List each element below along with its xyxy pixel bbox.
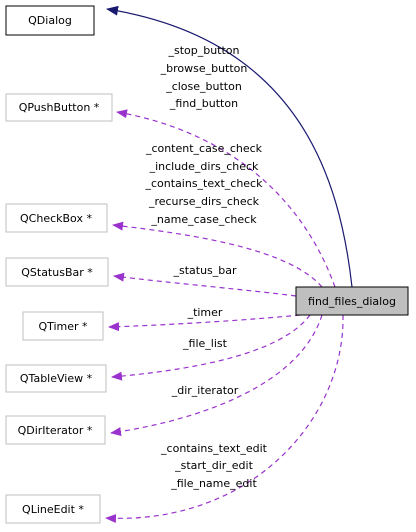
node-qstatusbar-label: QStatusBar * bbox=[21, 266, 93, 279]
edge-label-line: _close_button bbox=[165, 80, 242, 93]
node-qpushbutton: QPushButton * bbox=[5, 93, 113, 122]
edge-label-line: _file_list bbox=[182, 337, 228, 350]
node-find-files-dialog: find_files_dialog bbox=[295, 286, 409, 316]
node-qpushbutton-label: QPushButton * bbox=[19, 101, 100, 114]
edge-label-line: _timer bbox=[187, 306, 223, 319]
node-qtableview: QTableView * bbox=[5, 364, 107, 393]
node-qdialog-label: QDialog bbox=[28, 14, 72, 27]
edge-label-line: _contains_text_edit bbox=[160, 442, 268, 455]
edge-label-timer: _timer bbox=[187, 306, 223, 319]
edge-label-line: _file_name_edit bbox=[170, 477, 257, 490]
node-qtimer-label: QTimer * bbox=[38, 320, 88, 333]
node-qlineedit-label: QLineEdit * bbox=[22, 503, 84, 516]
edge-checkbox bbox=[112, 221, 323, 288]
edge-label-line: _status_bar bbox=[172, 264, 237, 277]
node-qtableview-label: QTableView * bbox=[20, 372, 93, 385]
edge-label-line: _contains_text_check bbox=[145, 177, 264, 190]
edge-label-line: _browse_button bbox=[160, 62, 248, 75]
edge-label-pushbutton: _stop_button _browse_button _close_butto… bbox=[160, 44, 248, 110]
edge-label-line: _include_dirs_check bbox=[149, 160, 259, 173]
node-qlineedit: QLineEdit * bbox=[5, 494, 101, 524]
node-qcheckbox: QCheckBox * bbox=[5, 203, 108, 233]
edge-label-tableview: _file_list bbox=[182, 337, 228, 350]
edge-label-line: _find_button bbox=[169, 97, 238, 110]
edge-tableview bbox=[111, 314, 311, 381]
edge-diriterator bbox=[110, 314, 323, 437]
edge-pushbutton bbox=[116, 109, 336, 288]
edge-label-checkbox: _content_case_check _include_dirs_check … bbox=[145, 142, 264, 226]
edge-label-line: _recurse_dirs_check bbox=[148, 195, 260, 208]
node-qcheckbox-label: QCheckBox * bbox=[20, 212, 92, 225]
edge-label-lineedit: _contains_text_edit _start_dir_edit _fil… bbox=[160, 442, 268, 490]
edge-inherits-qdialog bbox=[106, 5, 353, 288]
edge-label-diriterator: _dir_iterator bbox=[171, 384, 239, 397]
node-qtimer: QTimer * bbox=[22, 311, 104, 341]
edge-label-line: _content_case_check bbox=[145, 142, 263, 155]
node-qdiriterator-label: QDirIterator * bbox=[18, 424, 93, 437]
edge-statusbar bbox=[113, 272, 297, 297]
node-find-files-dialog-label: find_files_dialog bbox=[308, 295, 396, 308]
edge-label-statusbar: _status_bar bbox=[172, 264, 237, 277]
edge-label-line: _dir_iterator bbox=[171, 384, 239, 397]
edge-label-line: _name_case_check bbox=[150, 213, 257, 226]
edge-label-line: _start_dir_edit bbox=[174, 459, 253, 472]
edge-timer bbox=[108, 314, 301, 332]
edge-label-line: _stop_button bbox=[167, 44, 239, 57]
node-qdiriterator: QDirIterator * bbox=[5, 415, 106, 445]
node-qstatusbar: QStatusBar * bbox=[5, 257, 109, 287]
node-qdialog: QDialog bbox=[5, 5, 95, 36]
